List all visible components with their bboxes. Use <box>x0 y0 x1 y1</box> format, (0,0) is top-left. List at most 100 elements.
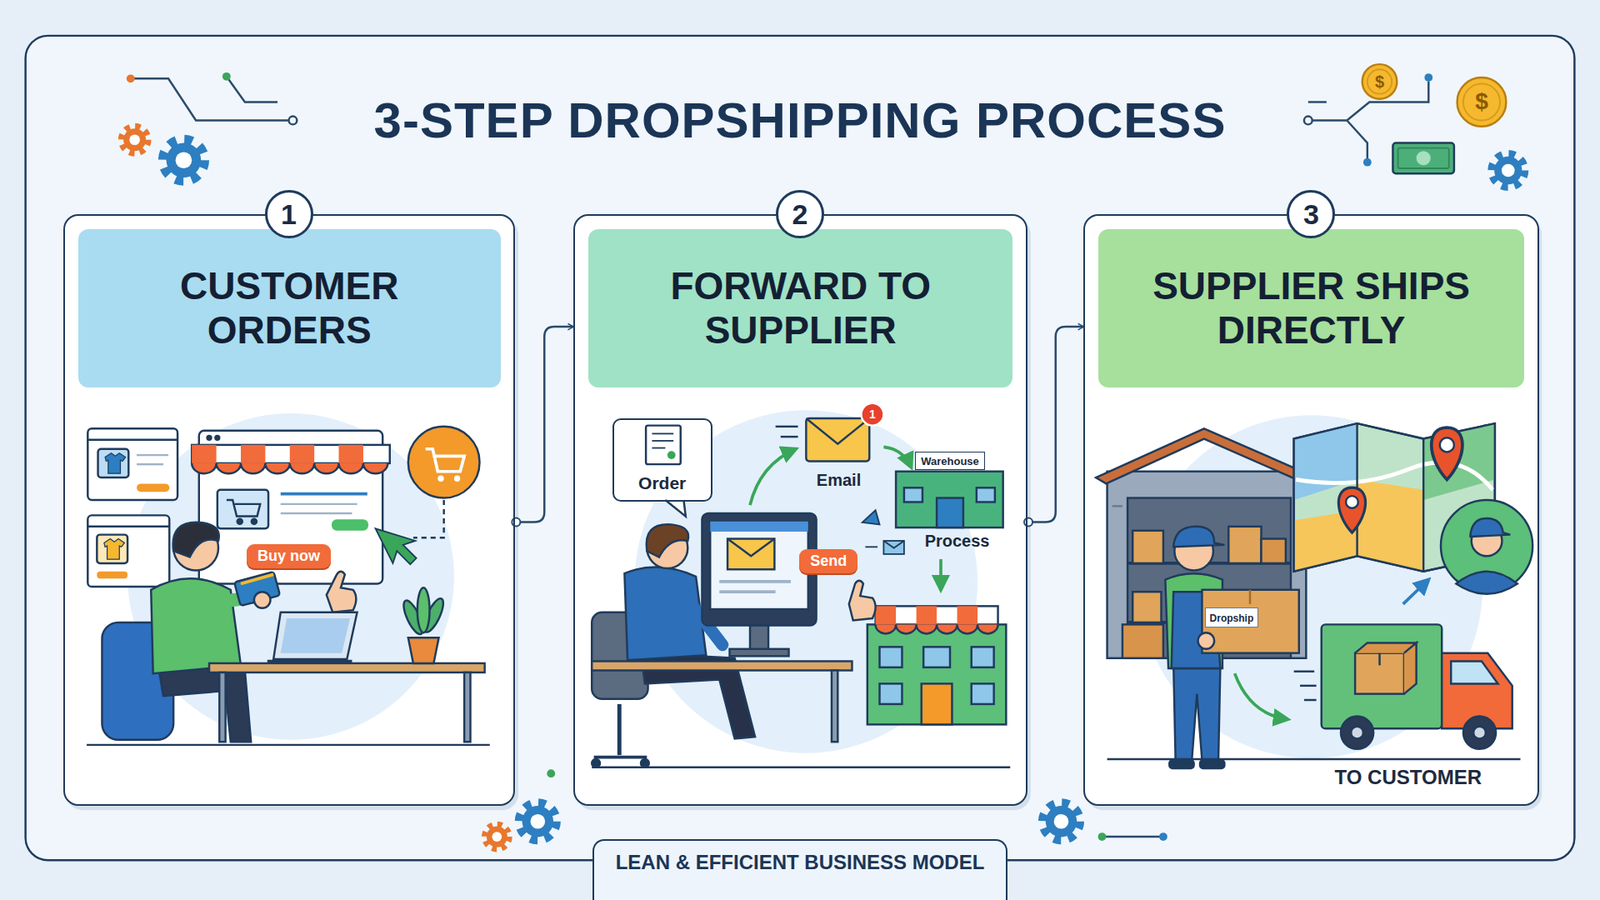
email-icon <box>750 449 796 505</box>
map <box>1440 437 1455 452</box>
operator <box>594 755 648 760</box>
decoration <box>1363 158 1372 167</box>
online-store <box>339 445 364 464</box>
panel-fill <box>63 214 515 806</box>
decoration <box>1101 835 1163 838</box>
decoration <box>1346 120 1367 160</box>
desk <box>464 672 470 742</box>
decoration <box>546 769 555 778</box>
icon-caption: Process <box>925 532 990 550</box>
step-heading: FORWARD TO SUPPLIER <box>588 229 1013 388</box>
worker <box>1235 673 1289 720</box>
email-icon <box>775 425 799 428</box>
truck <box>1340 716 1374 750</box>
online-store <box>217 490 269 530</box>
notification-count: 1 <box>869 408 876 420</box>
warehouse-small <box>904 487 923 502</box>
node-text: Order <box>638 473 686 494</box>
coin <box>1367 69 1392 94</box>
decoration <box>289 116 298 125</box>
panel-fill <box>1083 214 1539 806</box>
operator <box>719 580 791 584</box>
email-icon <box>750 403 911 505</box>
connector-dot <box>511 517 520 526</box>
warehouse-small <box>862 510 880 525</box>
warehouse-small <box>862 471 1004 590</box>
footer-tab: LEAN & EFFICIENT BUSINESS MODEL <box>592 839 1009 900</box>
online-store <box>331 519 369 530</box>
supplier-store <box>957 605 978 625</box>
operator <box>831 670 838 742</box>
supplier-store <box>875 605 999 625</box>
decoration <box>1098 832 1107 841</box>
supplier-store <box>867 605 1007 725</box>
warehouse-small <box>895 471 1004 528</box>
warehouse <box>1132 530 1164 564</box>
map <box>1295 462 1493 490</box>
desk <box>219 672 225 742</box>
online-store <box>191 445 216 464</box>
banknote <box>1392 142 1454 174</box>
shopper <box>158 665 251 742</box>
node-text: Warehouse <box>920 455 980 468</box>
warehouse-small <box>865 545 878 548</box>
shop-window <box>96 571 128 580</box>
online-store <box>251 519 257 525</box>
node-text: 1 <box>280 198 297 231</box>
warehouse <box>1228 526 1261 564</box>
node-text: 3 <box>1303 198 1320 231</box>
shop-window <box>87 525 170 528</box>
step-panel: SUPPLIER SHIPS DIRECTLY3Dropship <box>1083 214 1539 806</box>
supplier-store <box>867 624 1007 725</box>
shop-window <box>136 483 170 492</box>
online-store <box>191 445 390 464</box>
email-icon <box>780 435 799 438</box>
cart-icon <box>413 500 445 538</box>
desk <box>408 637 440 664</box>
truck <box>1355 642 1416 694</box>
online-store <box>280 503 358 505</box>
desk <box>417 587 430 633</box>
truck <box>1473 726 1486 740</box>
step-heading: SUPPLIER SHIPS DIRECTLY <box>1098 229 1525 388</box>
gears <box>1491 154 1525 187</box>
operator <box>849 580 876 621</box>
order-bubble <box>651 440 674 442</box>
online-store <box>280 512 353 515</box>
connector-dot <box>1024 517 1033 526</box>
order-bubble <box>665 500 685 517</box>
email-icon <box>805 418 870 461</box>
shop-window <box>136 463 164 465</box>
cart-icon <box>437 475 444 482</box>
truck <box>1378 653 1380 666</box>
warehouse <box>1260 539 1285 564</box>
online-store <box>240 445 265 464</box>
banknote <box>1416 150 1431 165</box>
supplier-store <box>880 646 903 667</box>
gears <box>1042 803 1080 840</box>
panel-fill <box>573 214 1028 806</box>
gears <box>121 126 149 154</box>
shopper <box>254 591 271 609</box>
node-text: LEAN & EFFICIENT BUSINESS MODEL <box>615 850 985 874</box>
frame <box>25 35 1575 860</box>
warehouse-small <box>976 487 995 502</box>
step-panel: FORWARD TO SUPPLIER2OrderSendWarehouse <box>573 214 1028 806</box>
operator <box>710 521 809 532</box>
operator <box>591 660 852 670</box>
order-bubble <box>651 432 674 435</box>
online-store <box>237 519 243 525</box>
map <box>1422 439 1425 572</box>
destination-label: TO CUSTOMER <box>1335 767 1482 788</box>
online-store <box>280 492 368 496</box>
decoration <box>222 72 231 81</box>
shopper <box>101 522 356 742</box>
operator <box>640 759 650 768</box>
truck <box>1355 653 1405 695</box>
node-text: 2 <box>792 198 809 231</box>
truck <box>1294 670 1315 672</box>
shopper <box>326 571 357 613</box>
desk <box>86 744 490 746</box>
gears <box>163 140 205 181</box>
